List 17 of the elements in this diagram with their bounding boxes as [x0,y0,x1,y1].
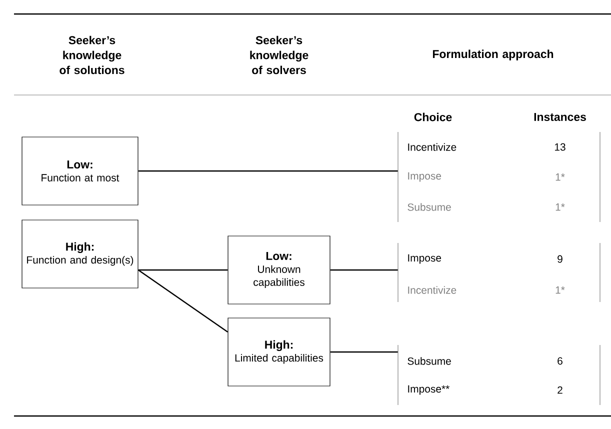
category-box: High: Function and design(s) [22,220,138,288]
connector-line [138,170,398,172]
column-header: Instances [534,113,586,121]
choice-group: Incentivize 13 Impose 1* Subsume 1* [398,132,600,222]
column-header: Formulation approach [432,50,554,60]
choice-group: Subsume 6 Impose** 2 [398,344,600,406]
column-header: Seeker’s knowledge of solvers [250,36,308,74]
connector-line [138,269,228,333]
category-box: High: Limited capabilities [228,318,330,386]
column-header: Choice [414,112,452,122]
category-box: Low: Unknown capabilities [228,236,330,304]
connector-line [330,269,398,271]
connector-line [330,351,398,353]
connector-line [138,269,228,271]
category-box: Low: Function at most [22,136,138,206]
choice-group: Impose 9 Incentivize 1* [398,242,600,302]
column-header: Seeker’s knowledge of solutions [60,36,124,74]
